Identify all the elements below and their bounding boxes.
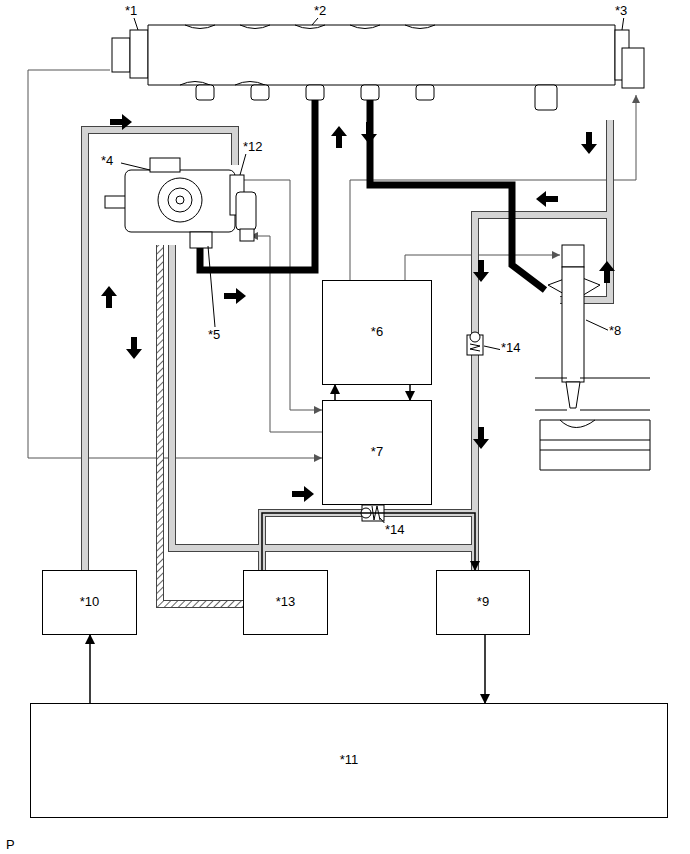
flow-connector — [262, 513, 475, 570]
callout-number: *12 — [242, 140, 264, 154]
flow-connector — [334, 385, 336, 400]
callout-number: *2 — [313, 4, 327, 18]
callout-number: *3 — [614, 4, 628, 18]
component-box: *7 — [322, 400, 432, 505]
callout-number: *14 — [384, 523, 406, 537]
callout-number: *4 — [100, 154, 114, 168]
flow-connector — [484, 635, 486, 703]
callout-number: *11 — [340, 753, 359, 767]
callout-number: *1 — [124, 4, 138, 18]
callout-number: P — [5, 838, 16, 852]
callout-number: *9 — [477, 595, 489, 609]
callout-number: *14 — [500, 341, 522, 355]
component-box: *9 — [436, 570, 530, 635]
flow-connector — [409, 385, 411, 400]
component-box: *13 — [243, 570, 328, 635]
callout-number: *7 — [371, 445, 383, 459]
callout-number: *6 — [371, 325, 383, 339]
component-box: *10 — [42, 570, 137, 635]
callout-number: *10 — [80, 595, 100, 609]
component-box: *6 — [322, 280, 432, 385]
callout-number: *8 — [608, 324, 622, 338]
component-box: *11 — [30, 703, 668, 818]
flow-connector — [89, 635, 91, 703]
callout-number: *13 — [276, 595, 296, 609]
callout-number: *5 — [207, 328, 221, 342]
